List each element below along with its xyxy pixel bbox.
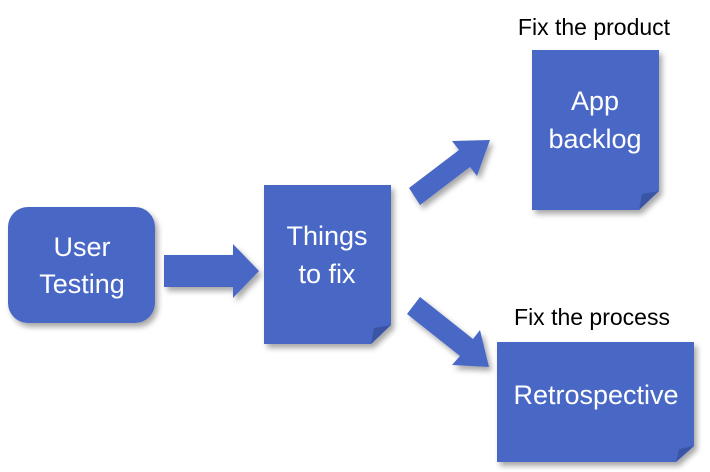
retrospective-fold <box>676 446 694 462</box>
arrow-up-right-icon <box>409 140 490 205</box>
retrospective-shape <box>497 342 694 462</box>
app-backlog-fold <box>639 191 659 210</box>
things-to-fix-shape <box>264 185 391 344</box>
arrow-down-right-icon <box>407 297 489 367</box>
user-testing-label-line1: User <box>53 232 110 262</box>
app-backlog-label-line2: backlog <box>548 124 641 154</box>
user-testing-label-line2: Testing <box>39 269 125 299</box>
user-testing-node: User Testing <box>8 207 155 323</box>
user-testing-shape <box>8 207 155 323</box>
retrospective-label: Retrospective <box>513 380 678 410</box>
arrow-right-icon <box>164 244 259 298</box>
fix-the-product-caption: Fix the product <box>518 14 671 40</box>
things-to-fix-fold <box>371 325 391 344</box>
app-backlog-shape <box>532 50 659 210</box>
app-backlog-label-line1: App <box>571 86 619 116</box>
app-backlog-node: App backlog <box>532 50 659 210</box>
fix-the-process-caption: Fix the process <box>514 304 670 330</box>
retrospective-node: Retrospective <box>497 342 694 462</box>
things-to-fix-node: Things to fix <box>264 185 391 344</box>
things-to-fix-label-line2: to fix <box>298 259 356 289</box>
things-to-fix-label-line1: Things <box>286 221 367 251</box>
